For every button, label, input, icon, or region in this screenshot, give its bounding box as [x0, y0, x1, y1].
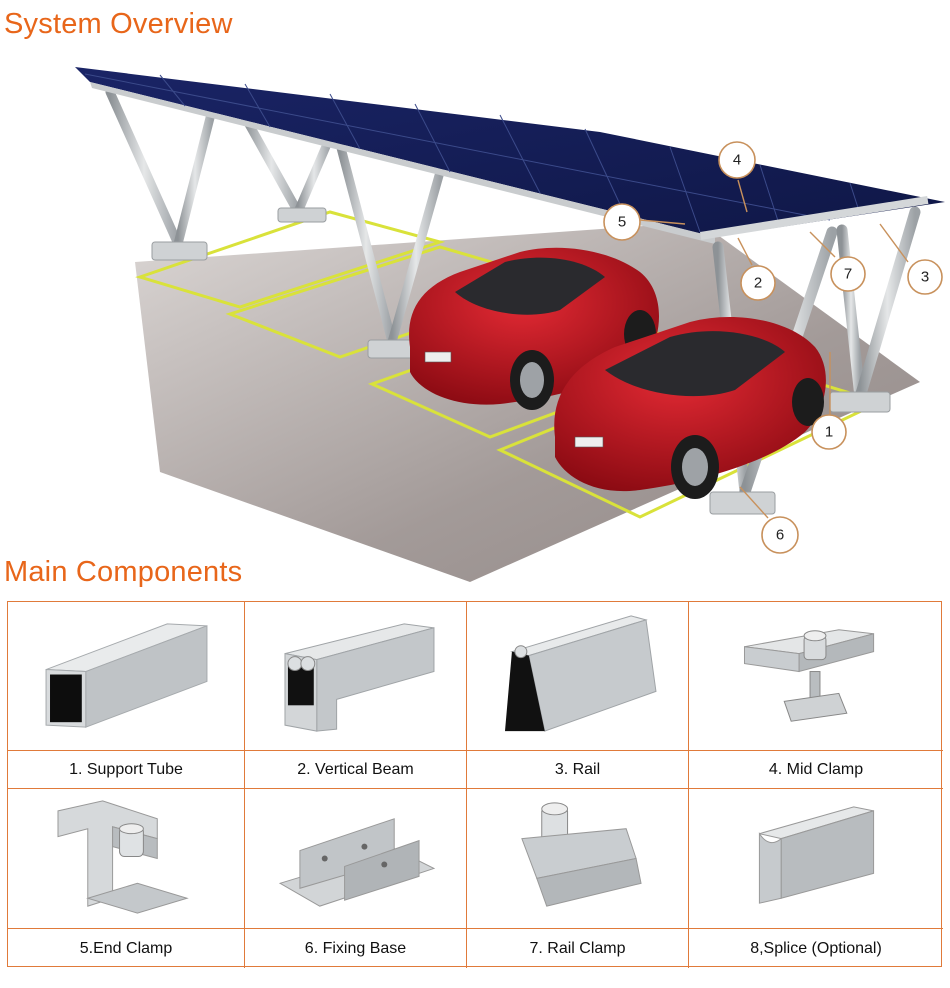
- component-image-rail: [467, 602, 689, 751]
- component-label-mid-clamp: 4. Mid Clamp: [689, 751, 943, 789]
- component-image-fixing-base: [245, 789, 467, 929]
- splice-icon: [758, 806, 875, 904]
- svg-text:2: 2: [754, 275, 762, 292]
- svg-text:5: 5: [618, 214, 626, 231]
- system-overview-title: System Overview: [4, 8, 233, 40]
- callout-1: 1: [811, 352, 847, 450]
- panel-cell-grid: [84, 73, 861, 233]
- svg-text:3: 3: [921, 269, 929, 286]
- callout-7: 7: [809, 231, 866, 292]
- callout-2: 2: [737, 237, 776, 301]
- rail-icon: [504, 615, 657, 732]
- component-label-vertical-beam: 2. Vertical Beam: [245, 751, 467, 789]
- component-image-rail-clamp: [467, 789, 689, 929]
- svg-text:4: 4: [733, 152, 741, 169]
- rail-clamp-icon: [521, 802, 642, 907]
- svg-text:1: 1: [825, 424, 833, 441]
- fixing-base-icon: [278, 818, 436, 907]
- main-components-title: Main Components: [4, 556, 243, 588]
- component-label-rail-clamp: 7. Rail Clamp: [467, 929, 689, 968]
- callout-4: 4: [718, 141, 756, 213]
- component-label-support-tube: 1. Support Tube: [8, 751, 245, 789]
- carport-illustration: 1 2 3 4 5 6 7: [75, 67, 945, 582]
- support-tube-icon: [45, 623, 208, 728]
- svg-text:7: 7: [844, 266, 852, 283]
- callout-3: 3: [879, 223, 943, 295]
- component-image-support-tube: [8, 602, 245, 751]
- component-image-splice: [689, 789, 943, 929]
- component-image-mid-clamp: [689, 602, 943, 751]
- component-label-rail: 3. Rail: [467, 751, 689, 789]
- component-image-vertical-beam: [245, 602, 467, 751]
- end-clamp-icon: [57, 800, 189, 914]
- component-label-end-clamp: 5.End Clamp: [8, 929, 245, 968]
- callout-6: 6: [739, 486, 799, 554]
- svg-text:6: 6: [776, 527, 784, 544]
- component-label-splice: 8,Splice (Optional): [750, 939, 882, 957]
- rear-supports: [105, 87, 445, 347]
- mid-clamp-icon: [743, 629, 875, 722]
- car-front: [554, 316, 826, 499]
- solar-panel-roof: [75, 67, 945, 237]
- callout-5: 5: [603, 203, 686, 241]
- component-label-fixing-base: 6. Fixing Base: [245, 929, 467, 968]
- component-image-end-clamp: [8, 789, 245, 929]
- vertical-beam-icon: [284, 623, 435, 732]
- components-grid: 1. Support Tube 2. Vertical Beam 3. Rail…: [7, 601, 943, 968]
